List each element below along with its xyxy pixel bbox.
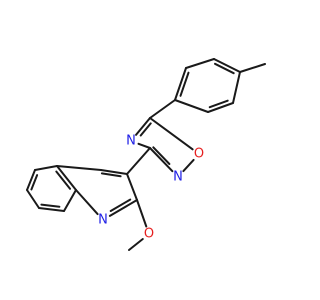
bond-c4-c2 bbox=[126, 173, 138, 201]
bond-layer bbox=[26, 58, 266, 251]
double-bond-c3-c4 bbox=[100, 172, 122, 178]
bond-t6-t1 bbox=[174, 99, 209, 113]
bond-b3-b4 bbox=[26, 189, 40, 209]
bond-c5-o1 bbox=[149, 117, 194, 151]
double-bond-t3-t4 bbox=[214, 62, 235, 75]
double-bond-n2-c3o bbox=[152, 146, 171, 165]
bond-c3o-n4 bbox=[137, 142, 151, 149]
atom-n-oxadiazole-2: N bbox=[173, 170, 183, 185]
bond-b2-b3 bbox=[26, 169, 36, 191]
molecule-diagram: N O N N O bbox=[26, 58, 266, 251]
atom-n-oxadiazole-4: N bbox=[126, 134, 136, 149]
bond-c4-c3o bbox=[126, 147, 151, 175]
bond-t4-t5 bbox=[232, 71, 241, 104]
double-bond-b2-b3 bbox=[30, 174, 39, 191]
bond-c2-om bbox=[136, 199, 148, 228]
double-bond-n4-c5 bbox=[139, 122, 152, 137]
atom-o-methoxy: O bbox=[144, 227, 154, 242]
bond-b1-c3 bbox=[56, 165, 102, 171]
bond-b6-b1 bbox=[56, 165, 77, 191]
bond-c2-nq bbox=[108, 199, 138, 217]
bond-n4-c5 bbox=[135, 117, 151, 136]
bond-c5-t1 bbox=[149, 99, 176, 119]
bond-t3-t4 bbox=[213, 58, 241, 73]
bond-om-me bbox=[128, 238, 144, 251]
atom-label-layer: N O N N O bbox=[98, 134, 204, 242]
bond-t4-tme bbox=[239, 63, 266, 73]
double-bond-c2-nq bbox=[109, 198, 132, 212]
bond-t1-t2 bbox=[174, 67, 187, 101]
bond-o1-n2 bbox=[182, 158, 195, 173]
bond-t2-t3 bbox=[185, 58, 215, 69]
bond-nq-b6 bbox=[75, 189, 99, 216]
bond-b5-b6 bbox=[63, 189, 77, 212]
bond-b1-b2 bbox=[34, 165, 58, 171]
bond-t5-t6 bbox=[207, 102, 234, 113]
structure-svg: N O N N O bbox=[26, 58, 266, 251]
atom-o-oxadiazole-1: O bbox=[194, 147, 204, 162]
bond-b4-b5 bbox=[38, 207, 65, 212]
bond-c3-c4 bbox=[100, 169, 128, 175]
double-bond-b4-b5 bbox=[40, 203, 61, 208]
atom-n-quinoline: N bbox=[98, 213, 108, 228]
double-bond-b6-b1 bbox=[55, 170, 71, 190]
bond-n2-c3o bbox=[149, 147, 174, 173]
double-bond-t1-t2 bbox=[179, 71, 190, 97]
double-bond-t5-t6 bbox=[208, 99, 229, 109]
